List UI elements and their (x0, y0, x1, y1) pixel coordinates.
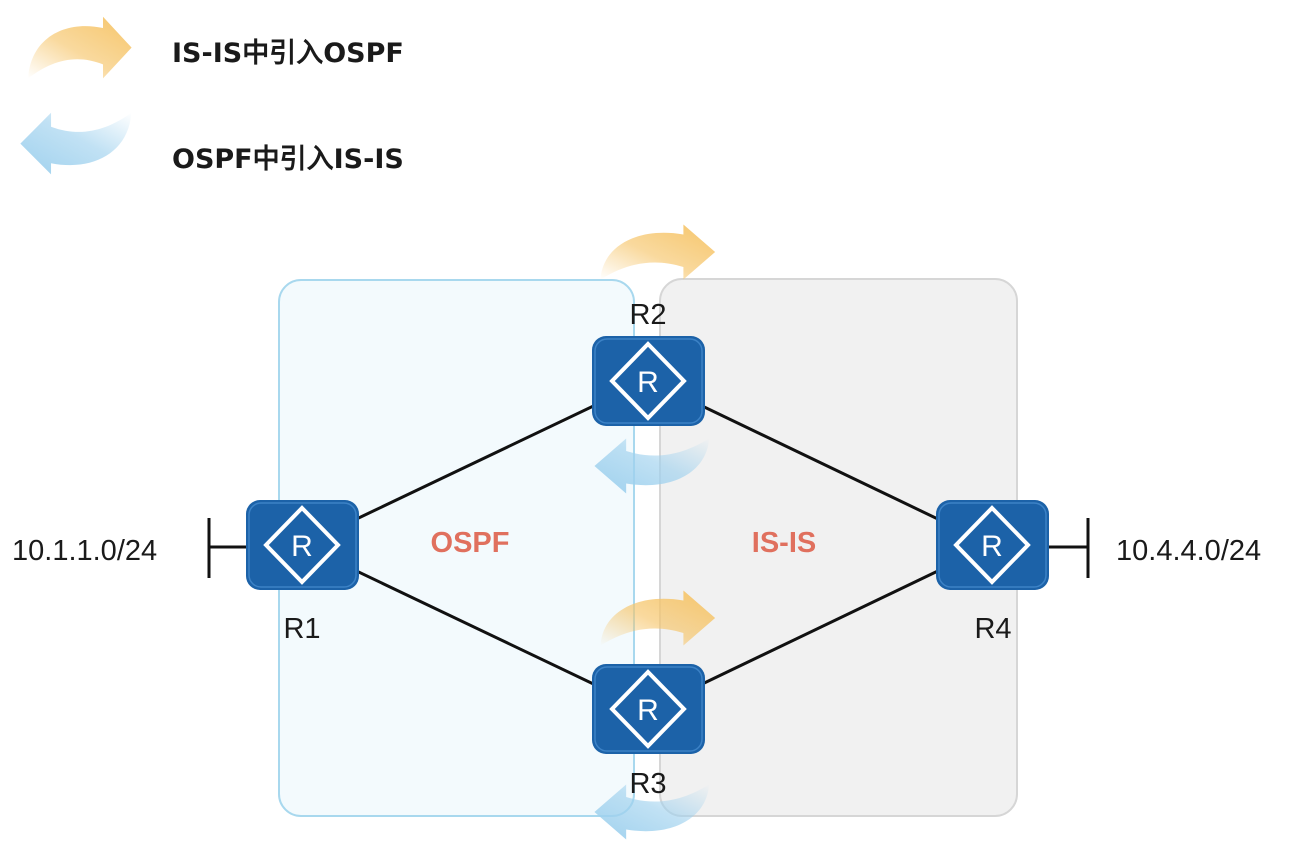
legend: IS-IS中引入OSPF OSPF中引入IS-IS (20, 16, 404, 175)
router-r1-label: R1 (283, 613, 320, 645)
router-symbol: R (981, 530, 1003, 563)
router-icon (609, 669, 687, 749)
router-r2[interactable]: R (592, 336, 705, 426)
legend-ospf-into-isis: OSPF中引入IS-IS (172, 144, 404, 175)
isis-area-label: IS-IS (752, 527, 816, 559)
links (207, 378, 1090, 712)
router-r3[interactable]: R (592, 664, 705, 754)
network-right-label: 10.4.4.0/24 (1116, 535, 1261, 567)
router-r1[interactable]: R (246, 500, 359, 590)
link-r1-r2 (301, 378, 649, 547)
router-icon (609, 341, 687, 421)
ospf-area-label: OSPF (431, 527, 510, 559)
legend-isis-into-ospf: IS-IS中引入OSPF (172, 38, 404, 69)
router-symbol: R (637, 366, 659, 399)
network-left-label: 10.1.1.0/24 (12, 535, 157, 567)
router-r3-label: R3 (629, 768, 666, 800)
link-r2-r4 (647, 378, 993, 547)
router-r4-label: R4 (974, 613, 1011, 645)
link-r1-r3 (301, 543, 649, 712)
router-icon (953, 505, 1031, 585)
r2-isis-into-ospf-arrow-icon (600, 224, 716, 280)
link-r3-r4 (647, 543, 993, 712)
router-r4[interactable]: R (936, 500, 1049, 590)
router-symbol: R (637, 694, 659, 727)
router-icon (263, 505, 341, 585)
router-symbol: R (291, 530, 313, 563)
router-r2-label: R2 (629, 299, 666, 331)
ospf-into-isis-arrow-icon (20, 112, 132, 175)
isis-into-ospf-arrow-icon (28, 16, 132, 79)
